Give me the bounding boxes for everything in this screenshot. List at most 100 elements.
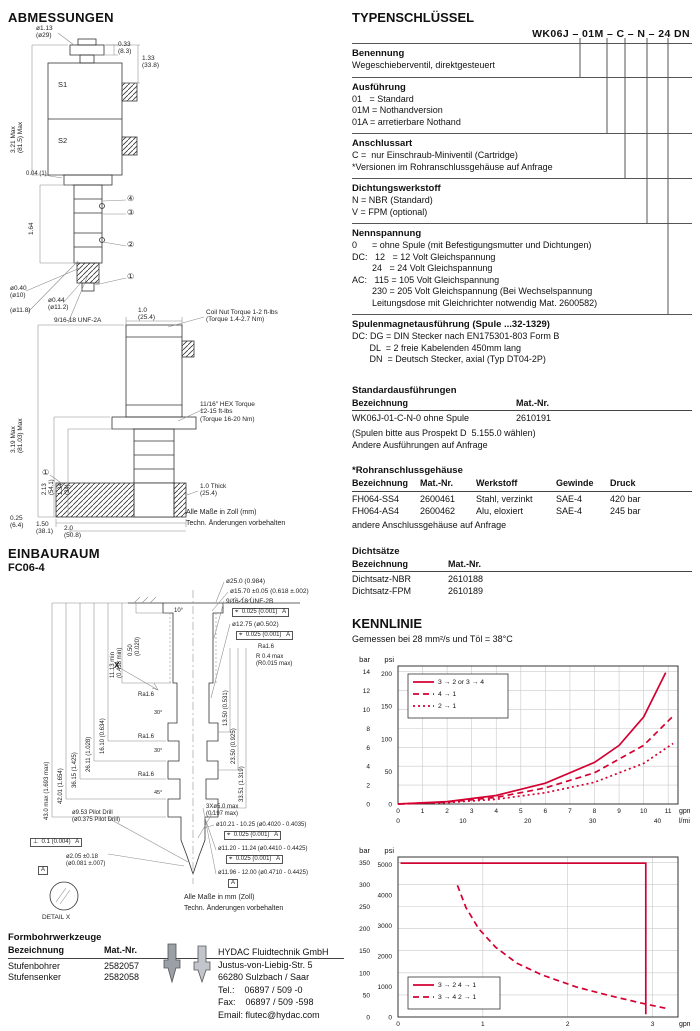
dimension-label: 1.50 (38.1) (36, 521, 53, 536)
svg-text:100: 100 (359, 970, 370, 977)
svg-text:4: 4 (494, 808, 498, 815)
dimension-label: 30° (154, 710, 163, 716)
type-key-section: Nennspannung 0 = ohne Spule (mit Befesti… (352, 223, 692, 314)
type-key-section-body: N = NBR (Standard) V = FPM (optional) (352, 195, 433, 217)
table-cell: 2610191 (516, 413, 552, 424)
svg-text:10: 10 (363, 707, 371, 714)
type-key-section-heading: Spulenmagnetausführung (Spule ...32-1329… (352, 319, 550, 331)
table-header-row: Bezeichnung Mat.-Nr. (352, 559, 692, 573)
type-key-section-body: DC: DG = DIN Stecker nach EN175301-803 F… (352, 331, 560, 365)
svg-text:150: 150 (381, 703, 392, 710)
dimension-label: 30° (154, 748, 163, 754)
svg-text:200: 200 (359, 926, 370, 933)
svg-text:0: 0 (396, 818, 400, 825)
column-header: Mat.-Nr. (420, 478, 454, 489)
dimension-label: ① (127, 272, 135, 281)
svg-text:0: 0 (366, 801, 370, 808)
dimension-label: 13.50 (0.531) (223, 690, 229, 726)
type-key-section: Benennung Wegeschieberventil, direktgest… (352, 43, 692, 77)
dimension-label: ⌖ 0.025 (0.001) A (236, 631, 294, 640)
svg-text:1000: 1000 (378, 984, 393, 991)
dimension-label: S1 (58, 80, 68, 89)
svg-text:3: 3 (470, 808, 474, 815)
dimension-label: 2.13 (54.1) (42, 479, 55, 495)
svg-text:3 → 4 2 → 1: 3 → 4 2 → 1 (438, 994, 476, 1001)
dimension-label: ø11.20 - 11.24 (ø0.4410 - 0.4425) (218, 846, 308, 852)
einbauraum-drawing-area: ø25.0 (0.984)ø15.70 ±0.05 (0.618 ±.002)9… (8, 578, 344, 922)
svg-text:7: 7 (568, 808, 572, 815)
model-code: WK06J – 01M – C – N – 24 DN (532, 28, 690, 40)
svg-text:30: 30 (589, 818, 597, 825)
svg-text:4000: 4000 (378, 892, 393, 899)
table-cell: 245 bar (610, 505, 641, 516)
dimension-label: ② (127, 240, 135, 249)
dimension-label: ø12.75 (ø0.502) (232, 621, 279, 628)
table-row: WK06J-01-C-N-0 ohne Spule 2610191 (352, 413, 692, 425)
svg-text:350: 350 (359, 859, 370, 866)
rohranschlussgehaeuse-table: *Rohranschlussgehäuse Bezeichnung Mat.-N… (352, 465, 692, 531)
dimension-label: A (38, 866, 49, 875)
kennlinie-subtitle: Gemessen bei 28 mm²/s und Töl = 38°C (352, 633, 513, 644)
left-column: ABMESSUNGEN (8, 10, 344, 984)
dimension-label: Coil Nut Torque 1-2 ft-lbs (Torque 1.4-2… (206, 309, 278, 324)
dimension-label: R 0.4 max (R0.015 max) (256, 654, 293, 667)
dimension-label: 3.21 Max (81.5) Max (10, 121, 25, 153)
abmessungen-drawing-area: ø1.13 (ø29)0.33 (8.3)1.33 (33.8)3.21 Max… (8, 25, 344, 540)
dimension-label: 26.11 (1.028) (86, 736, 92, 772)
dichtsaetze-title: Dichtsätze (352, 545, 400, 557)
dimension-label: A (228, 879, 239, 888)
svg-text:150: 150 (359, 948, 370, 955)
dimension-label: 42.01 (1.654) (58, 768, 64, 804)
type-key-section-heading: Ausführung (352, 81, 406, 93)
dimension-label: 1.33 (33.8) (142, 55, 159, 70)
dimension-label: Alle Maße in mm (Zoll) (184, 894, 255, 901)
standard-notes: (Spulen bitte aus Prospekt D 5.155.0 wäh… (352, 428, 536, 451)
type-key-section-body: Wegeschieberventil, direktgesteuert (352, 60, 495, 70)
svg-text:6: 6 (366, 744, 370, 751)
formbohrwerkzeuge-title: Formbohrwerkzeuge (8, 932, 102, 943)
column-header: Bezeichnung (352, 478, 409, 489)
type-key-section: Ausführung 01 = Standard 01M = Nothandve… (352, 76, 692, 134)
dimension-label: 16.10 (0.634) (100, 718, 106, 754)
column-header: Gewinde (556, 478, 594, 489)
type-key-section-heading: Nennspannung (352, 228, 422, 240)
svg-text:10: 10 (459, 818, 467, 825)
cavity-drawing (49, 581, 300, 911)
einbauraum-subtitle: FC06-4 (8, 562, 45, 574)
dimension-label: Techn. Änderungen vorbehalten (186, 520, 286, 527)
type-key-section: Spulenmagnetausführung (Spule ...32-1329… (352, 314, 692, 371)
abmessungen-title: ABMESSUNGEN (8, 10, 114, 25)
dimension-label: X (114, 661, 120, 670)
dimension-label: ø25.0 (0.984) (226, 578, 266, 585)
type-key-section-heading: Anschlussart (352, 138, 413, 150)
svg-text:3000: 3000 (378, 923, 393, 930)
svg-text:1: 1 (421, 808, 425, 815)
dimension-label: 3.19 Max (81.03) Max (10, 418, 25, 453)
table-header-row: Bezeichnung Mat.-Nr. Werkstoff Gewinde D… (352, 478, 692, 493)
dimension-label: 9/16-18 UNF-2B (226, 598, 274, 605)
table-row: Dichtsatz-FPM 2610189 (352, 586, 692, 598)
svg-text:3: 3 (651, 1021, 655, 1028)
table-cell: 2610188 (448, 574, 484, 585)
dimension-label: 0.33 (8.3) (118, 41, 132, 56)
dimension-label: 36.15 (1.425) (72, 752, 78, 788)
dimension-label: 1.0 Thick (25.4) (200, 483, 227, 498)
column-header: Mat.-Nr. (104, 945, 138, 955)
table-cell: Dichtsatz-FPM (352, 586, 412, 596)
svg-text:3 → 2 4 → 1: 3 → 2 4 → 1 (438, 982, 476, 989)
rohr-note: andere Anschlussgehäuse auf Anfrage (352, 520, 507, 531)
svg-text:psi: psi (384, 655, 394, 664)
dichtsaetze-table: Dichtsätze Bezeichnung Mat.-Nr. Dichtsat… (352, 546, 692, 598)
dimension-label: Ra1.6 (138, 734, 155, 740)
svg-text:20: 20 (524, 818, 532, 825)
svg-text:200: 200 (381, 671, 392, 678)
table-body: Stufenbohrer 2582057 Stufensenker 258205… (8, 961, 344, 984)
dimension-label: ⌖ 0.025 (0.001) A (232, 608, 290, 617)
dimension-label: S2 (58, 136, 68, 145)
table-cell: Alu, eloxiert (476, 505, 524, 516)
dimension-label: 0.25 (6.4) (10, 515, 24, 530)
dimension-label: ø9.53 Pilot Drill (ø0.375 Pilot Drill) (72, 810, 121, 823)
dimension-label: 2.0 (50.8) (64, 525, 81, 540)
svg-text:0: 0 (388, 1014, 392, 1021)
